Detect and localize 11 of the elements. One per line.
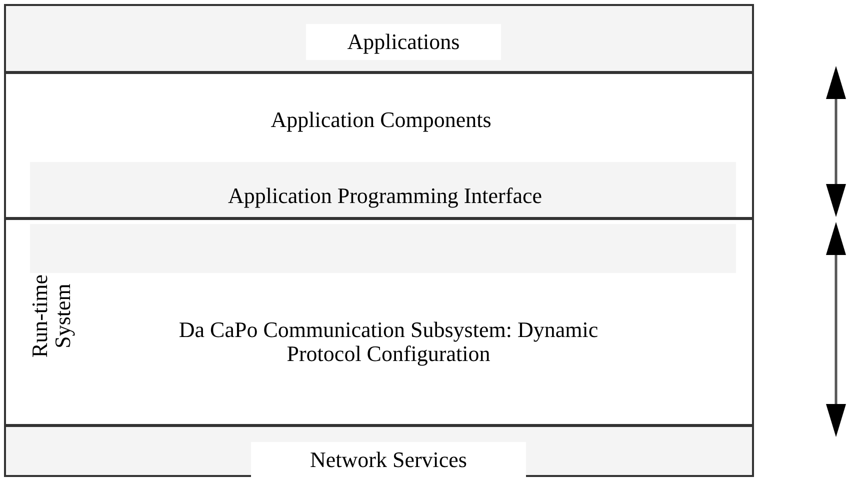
layer-label: Application Programming Interface [226,182,543,210]
layer-label: Application Components [270,106,492,134]
layer-label: Da CaPo Communication Subsystem: Dynamic Protocol Configuration [178,316,600,368]
layer-band [4,4,754,73]
layer-band [30,162,736,217]
vertical-label: Run-time System [26,273,76,360]
layer-band [4,72,754,219]
layer-band [4,218,754,426]
layer-label: Network Services [251,442,526,478]
layer-band [4,425,754,477]
layer-label: Applications [306,24,501,60]
